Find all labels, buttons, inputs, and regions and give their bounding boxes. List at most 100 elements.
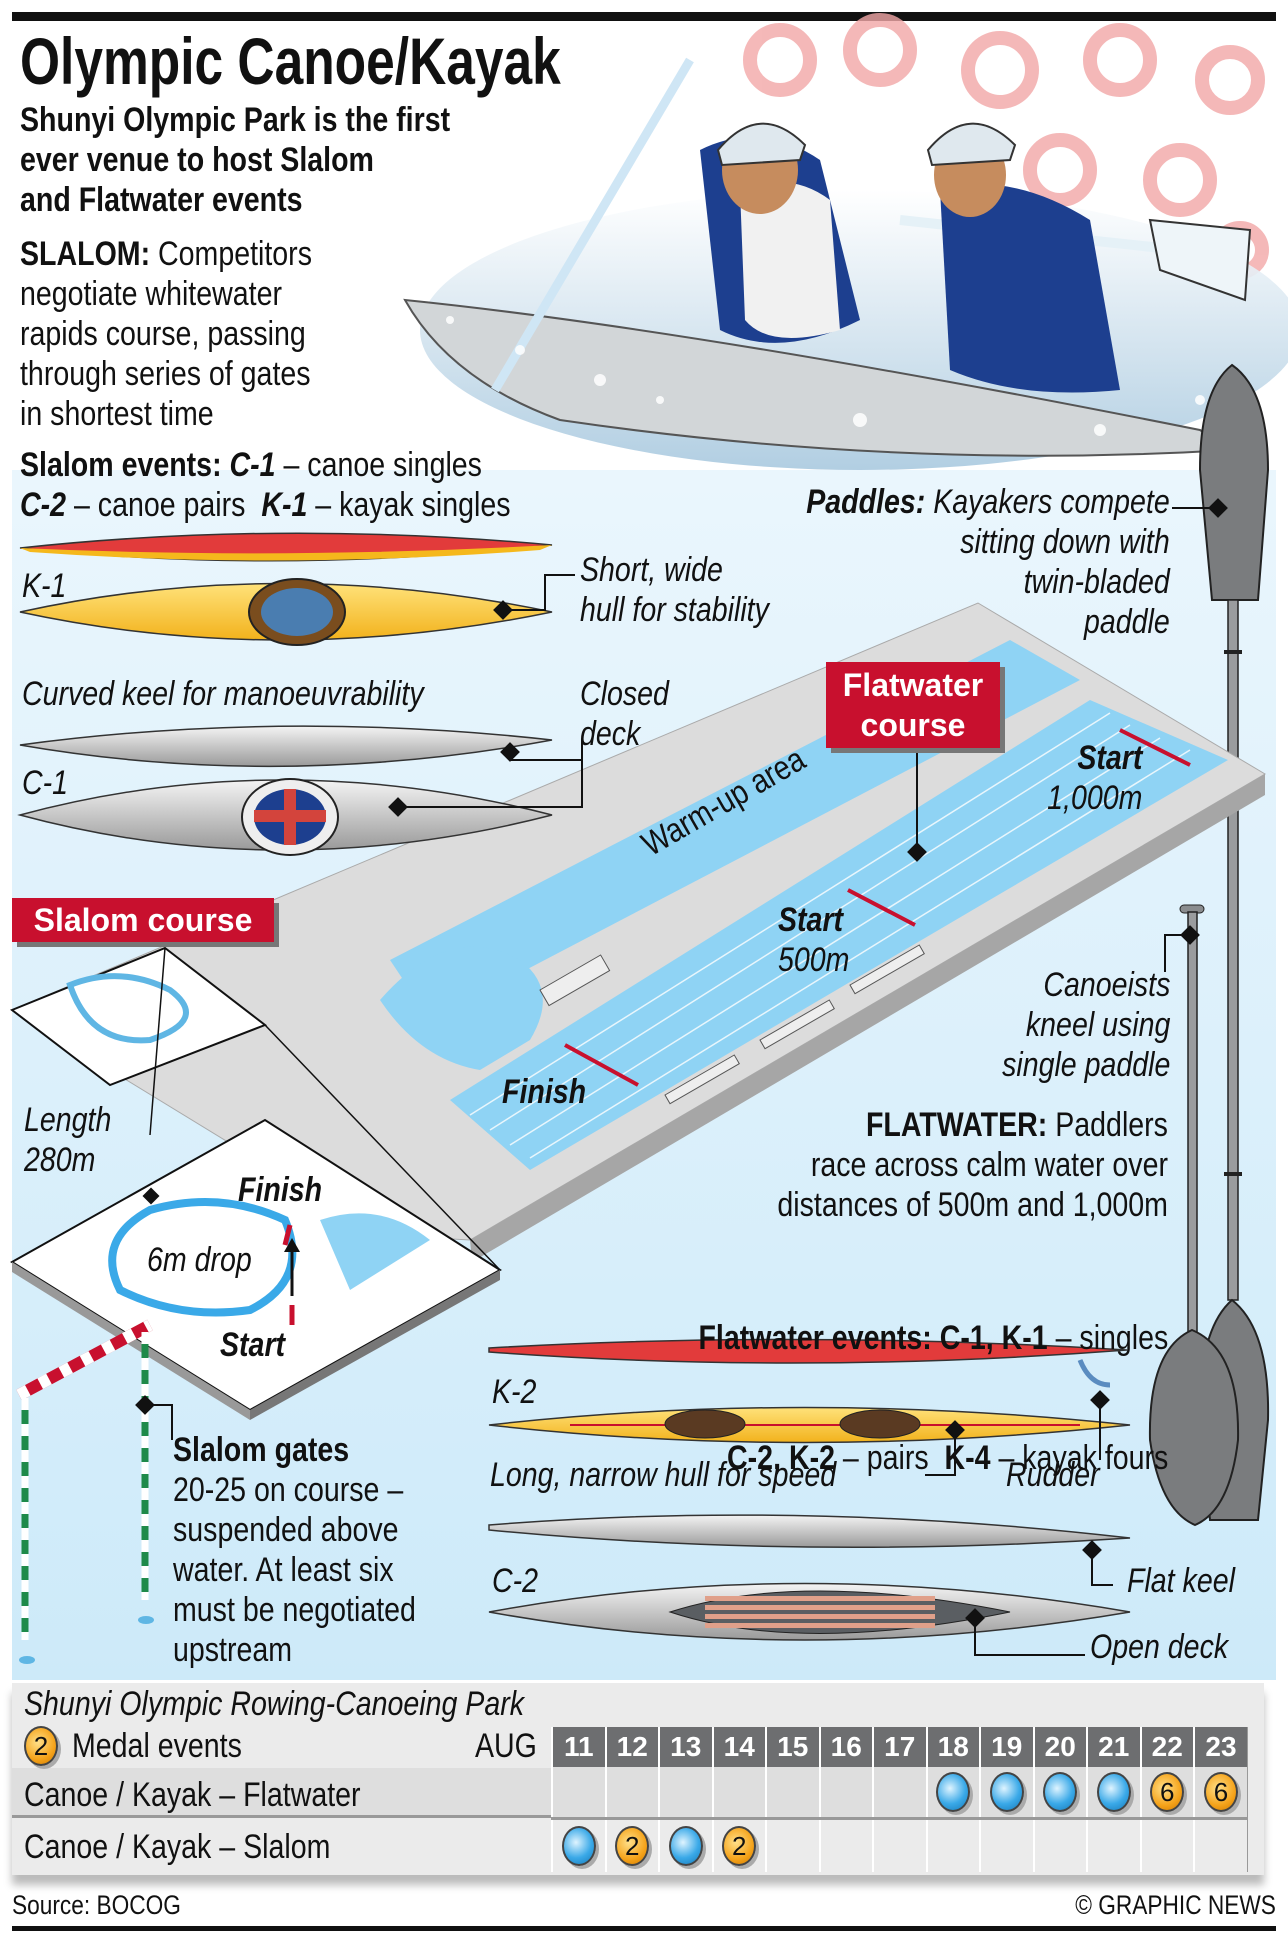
text-line: Canoeists [1042,966,1170,1004]
day-header: 22 [1139,1727,1195,1767]
heat-event-icon [1043,1771,1078,1812]
k2-note: Long, narrow hull for speed [490,1456,837,1494]
schedule-row-bg [12,1768,551,1818]
text-line: in shortest time [20,395,214,433]
text-line: deck [580,715,641,753]
day-header: 19 [979,1727,1034,1767]
credit: © GRAPHIC NEWS [1075,1890,1276,1920]
slalom-start-label: Start [220,1326,286,1364]
day-header: 16 [818,1727,874,1767]
subtitle-line: and Flatwater events [20,181,303,219]
day-header: 11 [551,1727,606,1767]
paddles-label: Paddles: [806,483,926,521]
medal-event-icon: 6 [1150,1771,1185,1812]
day-header: 21 [1086,1727,1141,1767]
event-text: – canoe pairs [66,486,262,524]
heat-event-icon [989,1771,1024,1812]
heat-event-icon [668,1825,703,1866]
day-header: 23 [1193,1727,1248,1767]
keel-note: Curved keel for manoeuvrability [22,675,424,713]
flatwater-events: Flatwater events: C-1, K-1 – singles C-2… [698,1238,1168,1518]
schedule-cell [979,1818,1034,1872]
schedule-cell [1086,1767,1141,1820]
rudder-label: Rudder [1006,1456,1100,1494]
k1-label: K-1 [22,567,67,605]
slalom-finish-label: Finish [238,1171,323,1209]
day-header: 20 [1032,1727,1088,1767]
open-deck-label: Open deck [1090,1628,1229,1666]
day-header: 17 [872,1727,927,1767]
text-line: Length [24,1101,112,1139]
bottom-rule [12,1926,1276,1931]
text-line: 500m [778,941,850,979]
start-500-line [847,888,916,927]
schedule-cell [604,1767,660,1820]
text-line: Short, wide [580,551,723,589]
schedule-cell [765,1767,820,1820]
schedule-cell: 6 [1139,1767,1195,1820]
slalom-course-label: Slalom course [12,898,274,942]
event-text: – pairs [834,1439,945,1477]
schedule-cell [1086,1818,1141,1872]
event-text: – kayak fours [990,1439,1168,1477]
medal-event-icon: 6 [1204,1771,1238,1812]
schedule-cell [1032,1818,1088,1872]
text-line: upstream [173,1631,293,1669]
event-text: – canoe singles [275,446,482,484]
day-header: 15 [765,1727,820,1767]
c1-label: C-1 [22,764,69,802]
month-label: AUG [475,1727,537,1765]
schedule-cell: 2 [604,1818,660,1872]
schedule-cell: 2 [711,1818,767,1872]
rudder-fin [1077,1359,1111,1388]
text-line: course [860,707,966,743]
text-line: Flatwater [842,667,984,703]
canoe-photo [403,13,1288,470]
top-rule [12,12,1276,21]
start-1000-line [1119,728,1191,767]
flatwater-heading: FLATWATER: [865,1106,1048,1144]
text-line: suspended above [173,1511,399,1549]
event-text: – kayak singles [307,486,511,524]
text-line: negotiate whitewater [20,275,282,313]
k2-boat [488,1338,1131,1476]
flat-keel-label: Flat keel [1127,1562,1235,1600]
slalom-description: SLALOM: Competitors negotiate whitewater… [20,234,312,434]
text-line: rapids course, passing [20,315,306,353]
text-line: single paddle [1001,1046,1170,1084]
text-line: must be negotiated [173,1591,416,1629]
k2-label: K-2 [492,1373,537,1411]
heat-event-icon [936,1771,971,1812]
subtitle-line: Shunyi Olympic Park is the first [20,101,451,139]
text-line: hull for stability [580,591,769,629]
event-code: C-1 [229,446,276,484]
page-title: Olympic Canoe/Kayak [20,24,561,98]
schedule-cell [979,1767,1034,1820]
text-line: 20-25 on course – [173,1471,404,1509]
subtitle: Shunyi Olympic Park is the first ever ve… [20,100,450,220]
finish-line [564,1043,639,1087]
text-line: Start [1076,739,1142,777]
slalom-heading: SLALOM: [20,235,151,273]
helmet-2 [926,122,1017,167]
text-line: paddle [1084,603,1170,641]
slalom-events-label: Slalom events: [20,446,222,484]
text-line: distances of 500m and 1,000m [777,1186,1168,1224]
finish-label: Finish [502,1073,587,1111]
schedule-cell [818,1818,874,1872]
medal-legend-icon: 2 [24,1726,58,1766]
text-line: Start [778,901,844,939]
text-line: Kayakers compete [925,483,1170,521]
schedule-cell [1193,1818,1248,1872]
c2-label: C-2 [492,1562,539,1600]
text-line: Competitors [150,235,312,273]
schedule-cell [658,1767,713,1820]
event-text: – singles [1047,1319,1168,1357]
day-header: 18 [925,1727,981,1767]
paddles-note: Paddles: Kayakers compete sitting down w… [806,482,1170,642]
